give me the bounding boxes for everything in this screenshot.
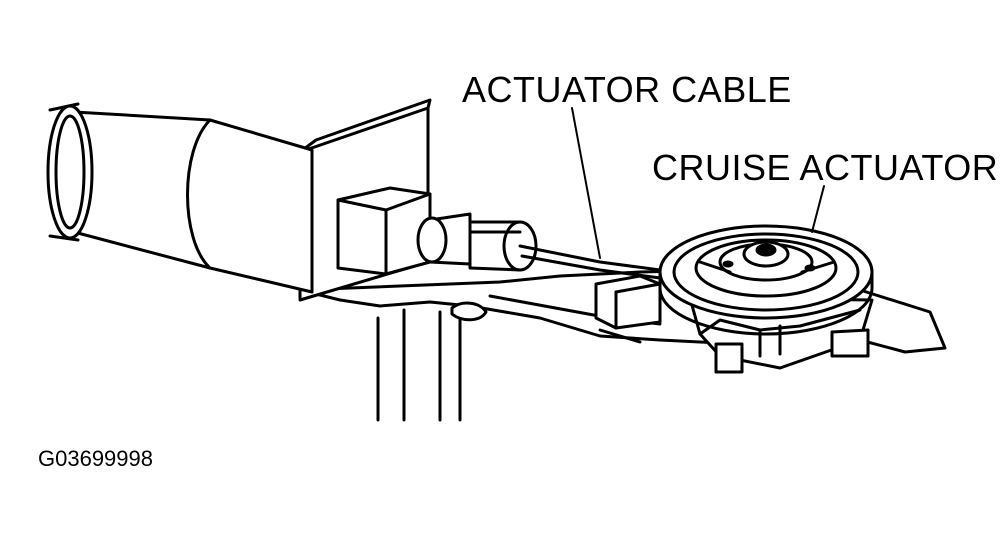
support-column bbox=[376, 308, 462, 422]
cable-end-connector bbox=[594, 274, 662, 330]
actuator-cable-label: ACTUATOR CABLE bbox=[462, 69, 792, 110]
cable-mount-block bbox=[336, 186, 432, 276]
throttle-tube bbox=[46, 102, 314, 294]
cruise-actuator bbox=[658, 224, 874, 374]
cable-housing bbox=[416, 212, 538, 272]
leader-lines bbox=[571, 107, 825, 259]
cable-leader bbox=[571, 107, 601, 259]
cruise-actuator-label: CRUISE ACTUATOR bbox=[652, 147, 999, 188]
figure-id: G03699998 bbox=[38, 446, 153, 471]
actuator-leader bbox=[811, 185, 825, 233]
